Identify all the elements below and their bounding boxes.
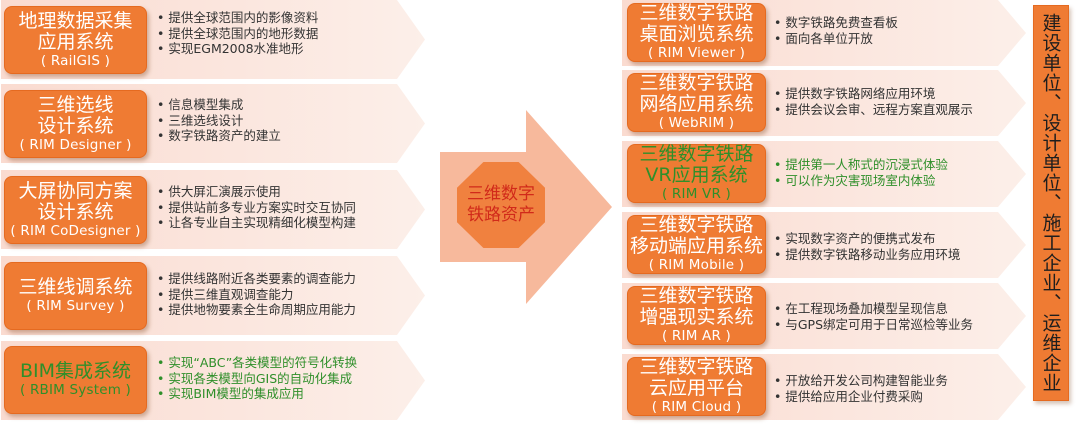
system-name: 三维数字铁路 — [639, 143, 754, 165]
system-name: 应用系统 — [37, 30, 114, 53]
feature-list: 提供全球范围内的影像资料 提供全球范围内的地形数据 实现EGM2008水准地形 — [157, 10, 318, 57]
system-name: 三维线调系统 — [18, 276, 133, 298]
system-name: VR应用系统 — [645, 164, 748, 186]
feature-list: 提供第一人称式的沉浸式体验 可以作为灾害现场室内体验 — [774, 157, 948, 188]
center-label-line: 三维数字 — [467, 184, 535, 204]
feature-item: 提供第一人称式的沉浸式体验 — [774, 157, 948, 173]
feature-list: 数字铁路免费查看板 面向各单位开放 — [774, 15, 898, 46]
feature-item: 数字铁路资产的建立 — [157, 128, 281, 144]
system-name: 云应用平台 — [648, 377, 744, 399]
system-name: 桌面浏览系统 — [639, 23, 754, 45]
system-box-rim-survey: 三维线调系统 ( RIM Survey ) — [4, 262, 147, 330]
system-box-rim-ar: 三维数字铁路 增强现实系统 ( RIM AR ) — [627, 286, 766, 345]
system-name: 增强现实系统 — [639, 306, 754, 328]
feature-item: 实现BIM模型的集成应用 — [157, 386, 357, 402]
digital-railway-assets-octagon: 三维数字 铁路资产 — [457, 162, 545, 248]
feature-item: 提供给应用企业付费采购 — [774, 389, 948, 405]
target-users-bar: 建设单位、设计单位、施工企业、运维企业 — [1033, 5, 1069, 401]
system-name: 大屏协同方案 — [18, 179, 133, 202]
feature-item: 提供三维直观调查能力 — [157, 287, 356, 303]
feature-item: 可以作为灾害现场室内体验 — [774, 173, 948, 189]
system-code: ( RIM AR ) — [661, 328, 732, 344]
system-name: 三维数字铁路 — [639, 72, 754, 94]
system-name: 设计系统 — [37, 200, 114, 223]
feature-item: 信息模型集成 — [157, 97, 281, 113]
feature-list: 实现数字资产的便携式发布 提供数字铁路移动业务应用环境 — [774, 231, 960, 262]
target-users-label: 建设单位、设计单位、施工企业、运维企业 — [1039, 13, 1062, 393]
system-box-rim-mobile: 三维数字铁路 移动端应用系统 ( RIM Mobile ) — [627, 215, 766, 274]
feature-item: 实现数字资产的便携式发布 — [774, 231, 960, 247]
system-code: ( RIM Viewer ) — [647, 45, 746, 61]
feature-item: 面向各单位开放 — [774, 31, 898, 47]
system-name: 三维数字铁路 — [639, 285, 754, 307]
feature-item: 实现EGM2008水准地形 — [157, 41, 318, 57]
system-box-rbim-system: BIM集成系统 ( RBIM System ) — [4, 346, 147, 414]
system-code: ( WebRIM ) — [658, 115, 735, 131]
feature-item: 与GPS绑定可用于日常巡检等业务 — [774, 317, 973, 333]
feature-item: 提供地物要素全生命周期应用能力 — [157, 302, 356, 318]
feature-item: 提供线路附近各类要素的调查能力 — [157, 271, 356, 287]
feature-item: 提供会议会审、远程方案直观展示 — [774, 102, 973, 118]
system-code: ( RIM Cloud ) — [651, 399, 742, 415]
feature-item: 供大屏汇演展示使用 — [157, 184, 356, 200]
feature-item: 开放给开发公司构建智能业务 — [774, 373, 948, 389]
feature-item: 三维选线设计 — [157, 113, 281, 129]
feature-list: 信息模型集成 三维选线设计 数字铁路资产的建立 — [157, 97, 281, 144]
feature-item: 提供站前多专业方案实时交互协同 — [157, 200, 356, 216]
system-name: BIM集成系统 — [19, 360, 132, 382]
system-name: 三维数字铁路 — [639, 356, 754, 378]
system-name: 设计系统 — [37, 114, 114, 137]
feature-list: 在工程现场叠加模型呈现信息 与GPS绑定可用于日常巡检等业务 — [774, 301, 973, 332]
system-code: ( RBIM System ) — [19, 382, 132, 398]
system-code: ( RIM Survey ) — [26, 298, 125, 314]
system-box-rim-viewer: 三维数字铁路 桌面浏览系统 ( RIM Viewer ) — [627, 3, 766, 62]
system-name: 地理数据采集 — [18, 9, 133, 32]
system-code: ( RIM VR ) — [661, 186, 732, 202]
system-code: ( RIM CoDesigner ) — [10, 222, 141, 239]
system-name: 三维数字铁路 — [639, 214, 754, 236]
feature-item: 在工程现场叠加模型呈现信息 — [774, 301, 973, 317]
system-code: ( RailGIS ) — [40, 52, 111, 69]
feature-item: 实现“ABC”各类模型的符号化转换 — [157, 355, 357, 371]
feature-list: 开放给开发公司构建智能业务 提供给应用企业付费采购 — [774, 373, 948, 404]
feature-item: 提供全球范围内的影像资料 — [157, 10, 318, 26]
system-box-railgis: 地理数据采集 应用系统 ( RailGIS ) — [4, 6, 147, 74]
system-code: ( RIM Designer ) — [19, 136, 132, 153]
feature-list: 提供线路附近各类要素的调查能力 提供三维直观调查能力 提供地物要素全生命周期应用… — [157, 271, 356, 318]
feature-item: 让各专业自主实现精细化模型构建 — [157, 215, 356, 231]
feature-list: 提供数字铁路网络应用环境 提供会议会审、远程方案直观展示 — [774, 86, 973, 117]
system-name: 网络应用系统 — [639, 93, 754, 115]
system-box-webrim: 三维数字铁路 网络应用系统 ( WebRIM ) — [627, 73, 766, 132]
system-name: 移动端应用系统 — [629, 235, 763, 257]
feature-list: 实现“ABC”各类模型的符号化转换 实现各类模型向GIS的自动化集成 实现BIM… — [157, 355, 357, 402]
system-box-rim-codesigner: 大屏协同方案 设计系统 ( RIM CoDesigner ) — [4, 176, 147, 244]
system-box-rim-vr: 三维数字铁路 VR应用系统 ( RIM VR ) — [627, 144, 766, 203]
system-code: ( RIM Mobile ) — [648, 257, 745, 273]
system-box-rim-designer: 三维选线 设计系统 ( RIM Designer ) — [4, 90, 147, 158]
center-label-line: 铁路资产 — [467, 205, 535, 225]
feature-item: 提供数字铁路移动业务应用环境 — [774, 247, 960, 263]
feature-list: 供大屏汇演展示使用 提供站前多专业方案实时交互协同 让各专业自主实现精细化模型构… — [157, 184, 356, 231]
system-name: 三维选线 — [37, 93, 114, 116]
system-name: 三维数字铁路 — [639, 2, 754, 24]
system-box-rim-cloud: 三维数字铁路 云应用平台 ( RIM Cloud ) — [627, 357, 766, 416]
feature-item: 提供数字铁路网络应用环境 — [774, 86, 973, 102]
feature-item: 数字铁路免费查看板 — [774, 15, 898, 31]
feature-item: 实现各类模型向GIS的自动化集成 — [157, 371, 357, 387]
feature-item: 提供全球范围内的地形数据 — [157, 26, 318, 42]
